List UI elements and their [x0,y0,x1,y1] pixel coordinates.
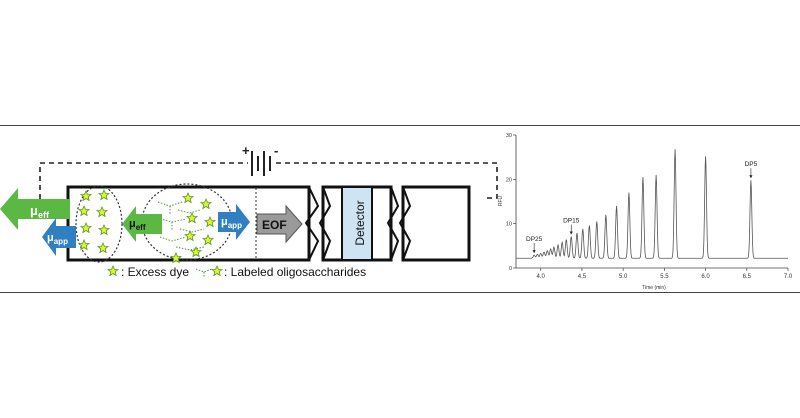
legend-dye-text: : Excess dye [121,265,189,279]
mu-eff-label-large: μeff [30,203,50,220]
annotation-arrowhead [532,250,536,254]
mu-app-label-right: μapp [221,216,242,230]
x-tick-label: 5.5 [660,274,669,280]
peak-annotation: DP5 [745,161,758,168]
x-tick-label: 4.5 [578,274,587,280]
peak-annotation: DP25 [526,236,543,243]
mu-eff-arrow-small [122,206,162,242]
peak-annotation: DP15 [563,218,580,225]
circuit-wire-right [276,162,498,199]
detector-label: Detector [353,200,367,245]
capillary-break-2 [318,186,332,261]
battery-minus-label: - [274,143,278,158]
mu-eff-arrow-large [0,188,70,230]
annotation-arrowhead [569,231,573,235]
x-tick-label: 6.5 [743,274,752,280]
eof-arrow [256,204,303,244]
battery-icon [251,151,271,176]
x-tick-label: 6.0 [701,274,710,280]
capillary-segment-end [401,185,471,262]
battery-plus-label: + [242,143,250,158]
legend-labeled-text: : Labeled oligosaccharides [224,265,366,279]
x-tick-label: 5.0 [619,274,628,280]
x-tick-label: 7.0 [784,274,793,280]
y-tick-label: 0 [509,266,512,272]
circuit-wire-left [39,162,248,199]
mu-app-arrow-right [218,204,250,240]
y-tick-label: 10 [506,222,512,228]
eof-label: EOF [262,218,287,232]
capillary-break-3 [386,186,400,261]
figure-svg: + - Detector [0,133,793,291]
y-tick-label: 20 [506,177,512,183]
figure-panel: + - Detector [0,125,800,293]
mu-app-arrow-left [42,218,76,256]
annotation-arrowhead [749,175,753,179]
legend-dye-star [107,265,119,276]
electropherogram-trace [516,149,788,259]
x-axis-label: Time (min) [642,285,666,291]
electropherogram-chart: RFU Time (min) 0 10 20 30 4.0 4.5 5.0 5.5 6.0 6.5… [498,133,793,291]
capillary-break-1 [304,186,320,261]
labeled-oligo-molecules [157,201,205,251]
y-axis-label: RFU [498,195,504,206]
mu-app-label-left: μapp [47,232,68,246]
y-tick-label: 30 [506,133,512,139]
detector-window [341,186,373,261]
capillary-break-4 [398,186,412,261]
x-tick-label: 4.0 [537,274,546,280]
mu-eff-label-small: μeff [129,218,146,232]
legend-labeled-icon [195,265,223,277]
